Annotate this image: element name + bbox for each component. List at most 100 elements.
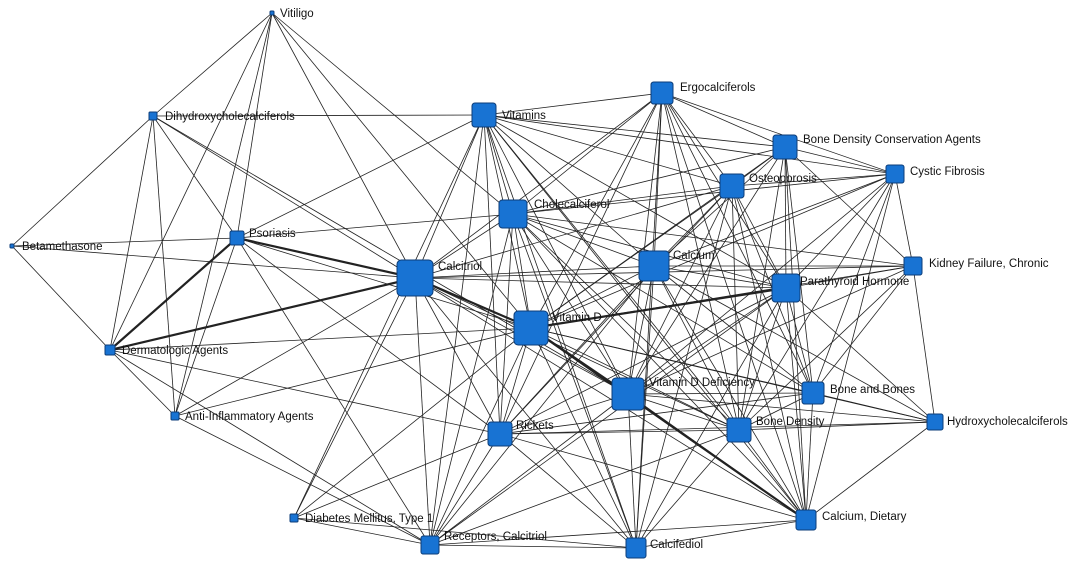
node-cholecalciferol[interactable]: Cholecalciferol [498, 199, 609, 229]
edge-calcium-receptors [429, 265, 655, 546]
node-vitamin-d[interactable]: Vitamin D [513, 310, 602, 346]
edge-parathyroid-calcifediol [635, 287, 787, 549]
node-label-bone-density-agents: Bone Density Conservation Agents [803, 134, 981, 146]
node-square-vitd-deficiency[interactable] [611, 377, 645, 411]
node-square-osteoporosis[interactable] [719, 173, 745, 199]
node-square-rickets[interactable] [487, 421, 513, 447]
node-square-calcium[interactable] [638, 250, 670, 282]
node-vitd-deficiency[interactable]: Vitamin D Deficiency [611, 377, 755, 411]
edge-bone-density-agents-parathyroid [784, 146, 787, 289]
edge-calcitriol-ergocalciferols [414, 92, 663, 279]
edge-cholecalciferol-bone-and-bones [512, 213, 814, 394]
node-square-anti-inflammatory[interactable] [170, 411, 180, 421]
node-square-calcium-dietary[interactable] [795, 509, 817, 531]
edge-vitamins-calcifediol [483, 114, 637, 549]
node-square-hydroxy[interactable] [926, 413, 944, 431]
node-square-cholecalciferol[interactable] [498, 199, 528, 229]
node-square-betamethasone[interactable] [9, 243, 15, 249]
node-diabetes[interactable]: Diabetes Mellitus, Type 1 [289, 513, 433, 525]
node-square-bone-density[interactable] [726, 417, 752, 443]
edge-cystic-fibrosis-bone-density [738, 173, 896, 431]
edge-osteoporosis-calcium-dietary [731, 185, 807, 521]
edge-kidney-failure-vitd-deficiency [627, 265, 914, 395]
node-kidney-failure[interactable]: Kidney Failure, Chronic [903, 256, 1049, 276]
edge-ergocalciferols-vitd-deficiency [627, 92, 663, 395]
node-calcium-dietary[interactable]: Calcium, Dietary [795, 509, 907, 531]
node-calcifediol[interactable]: Calcifediol [625, 537, 703, 559]
node-rickets[interactable]: Rickets [487, 420, 554, 447]
node-label-vitd-deficiency: Vitamin D Deficiency [649, 377, 755, 389]
node-square-vitamin-d[interactable] [513, 310, 549, 346]
edge-vitamins-ergocalciferols [483, 92, 663, 116]
edge-dermatologic-receptors [109, 349, 431, 546]
edge-cholecalciferol-calcifediol [512, 213, 637, 549]
node-cystic-fibrosis[interactable]: Cystic Fibrosis [885, 164, 985, 184]
edge-betamethasone-calcitriol [11, 245, 416, 279]
edge-rickets-bone-density [499, 429, 740, 435]
edge-ergocalciferols-bone-density-agents [661, 92, 786, 148]
node-square-ergocalciferols[interactable] [650, 81, 674, 105]
node-square-receptors[interactable] [420, 535, 440, 555]
node-bone-density[interactable]: Bone Density [726, 416, 825, 443]
node-label-vitamin-d: Vitamin D [552, 312, 602, 324]
edge-kidney-failure-hydroxy [912, 265, 936, 423]
node-betamethasone[interactable]: Betamethasone [9, 241, 103, 253]
node-osteoporosis[interactable]: Osteoporosis [719, 173, 817, 199]
edge-diabetes-receptors [293, 517, 431, 546]
node-square-diabetes[interactable] [289, 513, 299, 523]
node-square-calcitriol[interactable] [396, 259, 434, 297]
node-ergocalciferols[interactable]: Ergocalciferols [650, 81, 756, 105]
node-bone-and-bones[interactable]: Bone and Bones [801, 381, 915, 405]
node-bone-density-agents[interactable]: Bone Density Conservation Agents [772, 134, 981, 160]
edge-vitamins-cystic-fibrosis [483, 114, 896, 175]
edge-calcitriol-calcifediol [414, 277, 637, 549]
node-receptors[interactable]: Receptors, Calcitriol [420, 531, 547, 555]
node-square-bone-and-bones[interactable] [801, 381, 825, 405]
node-square-kidney-failure[interactable] [903, 256, 923, 276]
node-square-vitiligo[interactable] [269, 10, 275, 16]
edge-ergocalciferols-cholecalciferol [512, 92, 663, 215]
edge-ergocalciferols-rickets [499, 92, 663, 435]
node-psoriasis[interactable]: Psoriasis [229, 228, 296, 246]
node-vitamins[interactable]: Vitamins [471, 102, 546, 128]
edge-rickets-diabetes [293, 433, 501, 519]
node-label-betamethasone: Betamethasone [22, 241, 103, 253]
node-square-vitamins[interactable] [471, 102, 497, 128]
edge-kidney-failure-bone-density [738, 265, 914, 431]
node-square-dermatologic[interactable] [104, 344, 116, 356]
node-square-calcifediol[interactable] [625, 537, 647, 559]
edge-rickets-hydroxy [499, 421, 936, 435]
edge-dihydroxy-psoriasis [152, 115, 238, 239]
node-square-parathyroid[interactable] [771, 273, 801, 303]
node-square-dihydroxy[interactable] [148, 111, 158, 121]
edge-vitamins-receptors [429, 114, 485, 546]
node-square-bone-density-agents[interactable] [772, 134, 798, 160]
edge-parathyroid-receptors [429, 287, 787, 546]
edge-dermatologic-rickets [109, 349, 501, 435]
edge-psoriasis-rickets [236, 237, 501, 435]
node-label-bone-density: Bone Density [756, 416, 825, 428]
node-square-cystic-fibrosis[interactable] [885, 164, 905, 184]
node-hydroxy[interactable]: Hydroxycholecalciferols [926, 413, 1068, 431]
edge-calcitriol-receptors [414, 277, 431, 546]
node-label-diabetes: Diabetes Mellitus, Type 1 [305, 513, 433, 525]
edge-osteoporosis-parathyroid [731, 185, 787, 289]
node-square-psoriasis[interactable] [229, 230, 245, 246]
edge-vitamins-diabetes [293, 114, 485, 519]
node-vitiligo[interactable]: Vitiligo [269, 8, 314, 20]
node-anti-inflammatory[interactable]: Anti-Inflammatory Agents [170, 411, 314, 423]
node-dermatologic[interactable]: Dermatologic Agents [104, 344, 228, 357]
edge-vitiligo-psoriasis [236, 12, 273, 239]
node-label-psoriasis: Psoriasis [249, 228, 296, 240]
node-calcium[interactable]: Calcium [638, 250, 715, 282]
edge-parathyroid-vitd-deficiency [627, 287, 787, 395]
edge-calcitriol-osteoporosis [414, 185, 733, 279]
edge-vitiligo-dihydroxy [152, 12, 273, 117]
node-label-calcium-dietary: Calcium, Dietary [822, 511, 907, 523]
edge-osteoporosis-vitamin-d [530, 185, 733, 329]
edge-vitiligo-vitamin-d [271, 12, 532, 329]
node-dihydroxy[interactable]: Dihydroxycholecalciferols [148, 111, 295, 123]
node-parathyroid[interactable]: Parathyroid Hormone [771, 273, 909, 303]
node-label-receptors: Receptors, Calcitriol [444, 531, 547, 543]
node-calcitriol[interactable]: Calcitriol [396, 259, 482, 297]
